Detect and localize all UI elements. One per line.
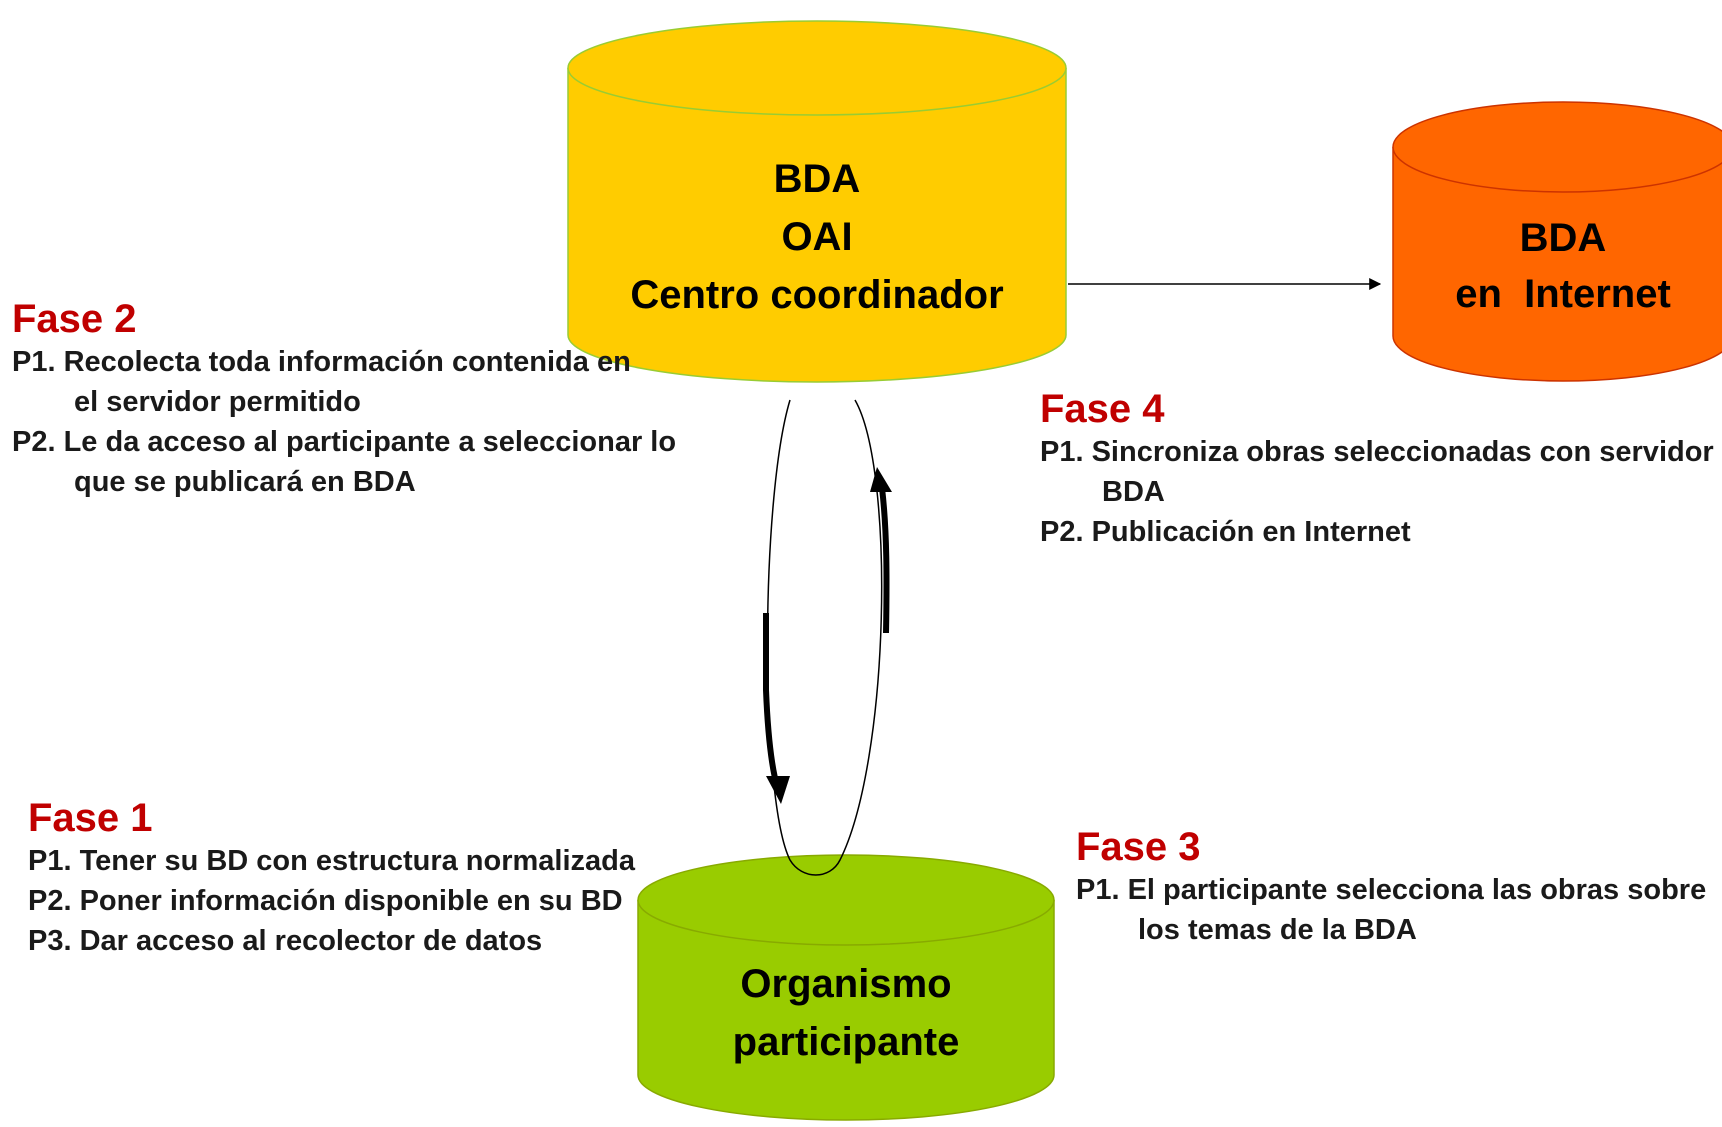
phase-1-block: Fase 1 P1. Tener su BD con estructura no… [28, 795, 648, 961]
harvest-arrow-down-head [766, 776, 790, 804]
harvest-arrow-down [763, 613, 781, 791]
internet-label-line-2: en Internet [1455, 272, 1671, 316]
exchange-loop [766, 399, 883, 876]
phase-1-step-2: P2. Poner información disponible en su B… [28, 885, 623, 917]
select-arrow-up-head [870, 467, 892, 492]
participant-cylinder [637, 854, 1055, 1121]
select-arrow-up [879, 487, 890, 634]
phase-3-title: Fase 3 [1076, 825, 1201, 869]
central-cylinder-label: BDA OAI Centro coordinador [568, 150, 1066, 324]
phase-2-step-2: P2. Le da acceso al participante a selec… [12, 426, 677, 498]
phase-1-step-1: P1. Tener su BD con estructura normaliza… [28, 845, 636, 877]
phase-2-step-1: P1. Recolecta toda información contenida… [12, 346, 631, 418]
phase-4-step-2: P2. Publicación en Internet [1040, 516, 1411, 548]
phase-2-title: Fase 2 [12, 297, 137, 341]
central-label-line-1: BDA [773, 157, 861, 201]
phase-1-step-3: P3. Dar acceso al recolector de datos [28, 925, 543, 957]
phase-3-block: Fase 3 P1. El participante selecciona la… [1076, 824, 1706, 950]
phase-4-step-1: P1. Sincroniza obras seleccionadas con s… [1040, 436, 1714, 508]
internet-label-line-1: BDA [1519, 216, 1607, 260]
participant-label-line-2: participante [732, 1020, 960, 1064]
participant-label-line-1: Organismo [740, 962, 952, 1006]
participant-cylinder-label: Organismo participante [638, 955, 1054, 1071]
phase-4-block: Fase 4 P1. Sincroniza obras seleccionada… [1040, 386, 1714, 552]
internet-cylinder-label: BDA en Internet [1393, 210, 1722, 322]
central-label-line-3: Centro coordinador [630, 273, 1004, 317]
central-cylinder [567, 20, 1067, 383]
phase-2-block: Fase 2 P1. Recolecta toda información co… [12, 296, 676, 502]
phase-4-title: Fase 4 [1040, 387, 1165, 431]
central-label-line-2: OAI [781, 215, 853, 259]
phase-1-title: Fase 1 [28, 796, 153, 840]
internet-cylinder [1392, 101, 1722, 382]
phase-3-step-1: P1. El participante selecciona las obras… [1076, 874, 1707, 946]
